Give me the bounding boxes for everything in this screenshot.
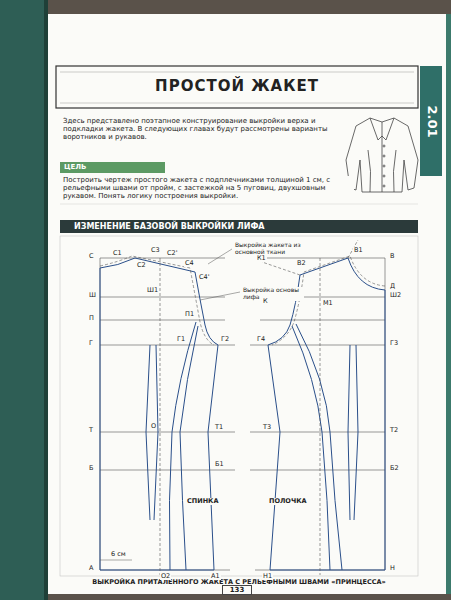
page-number: 133	[222, 585, 252, 595]
point-label: Б2	[389, 465, 400, 472]
point-label: С1	[112, 250, 123, 257]
point-label: ПОЛОЧКА	[268, 498, 308, 505]
body-text: Выкройка основы лифа	[242, 287, 304, 301]
node-text: 133	[230, 586, 245, 594]
node-text: ЦЕЛЬ	[60, 163, 86, 171]
point-label: О2	[160, 573, 171, 580]
body-text: Построить чертеж простого жакета с подпл…	[62, 176, 354, 200]
point-label: Ш	[88, 292, 97, 299]
point-label: А	[88, 565, 94, 572]
point-label: Г	[88, 340, 94, 347]
body-text: Здесь представлено поэтапное конструиров…	[62, 117, 344, 141]
point-label: С2'	[166, 250, 178, 257]
point-label: С	[88, 253, 95, 260]
point-label: Т1	[214, 424, 224, 431]
point-label: В1	[353, 247, 364, 254]
point-label: Г3	[389, 340, 399, 347]
point-label: С4	[184, 260, 195, 267]
point-label: С2	[136, 262, 147, 269]
point-label: Б	[88, 465, 94, 472]
chapter-tab: 2.01	[420, 66, 442, 176]
node-text: 2.01	[424, 105, 439, 137]
point-label: М1	[322, 300, 334, 307]
point-label: Ш1	[146, 287, 159, 294]
point-label: СПИНКА	[186, 498, 219, 505]
point-label: Г4	[256, 336, 266, 343]
body-text: Выкройка жакета из основной ткани	[234, 242, 306, 256]
point-label: Н	[389, 565, 396, 572]
point-label: В2	[296, 260, 307, 267]
point-label: П	[88, 315, 95, 322]
point-label: Н1	[262, 573, 273, 580]
point-label: Г2	[220, 336, 230, 343]
point-label: Т2	[389, 427, 399, 434]
point-label: А1	[210, 573, 221, 580]
point-label: Т	[88, 427, 94, 434]
point-label: Т3	[262, 424, 272, 431]
goal-band: ЦЕЛЬ	[60, 162, 165, 173]
point-label: Г1	[176, 336, 186, 343]
point-label: Б1	[214, 461, 225, 468]
node-text: ИЗМЕНЕНИЕ БАЗОВОЙ ВЫКРОЙКИ ЛИФА	[74, 222, 265, 231]
point-label: О	[150, 423, 157, 430]
point-label: К	[262, 298, 269, 305]
point-label: 6 см	[110, 551, 127, 558]
point-label: В	[389, 253, 395, 260]
point-label: С3	[150, 247, 161, 254]
section-band: ИЗМЕНЕНИЕ БАЗОВОЙ ВЫКРОЙКИ ЛИФА	[60, 220, 418, 233]
point-label: П1	[184, 311, 195, 318]
point-label: Д	[389, 283, 396, 290]
point-label: К1	[256, 255, 267, 262]
point-label: С4'	[198, 274, 210, 281]
page-title: ПРОСТОЙ ЖАКЕТ	[155, 78, 319, 95]
point-label: Ш2	[389, 292, 402, 299]
